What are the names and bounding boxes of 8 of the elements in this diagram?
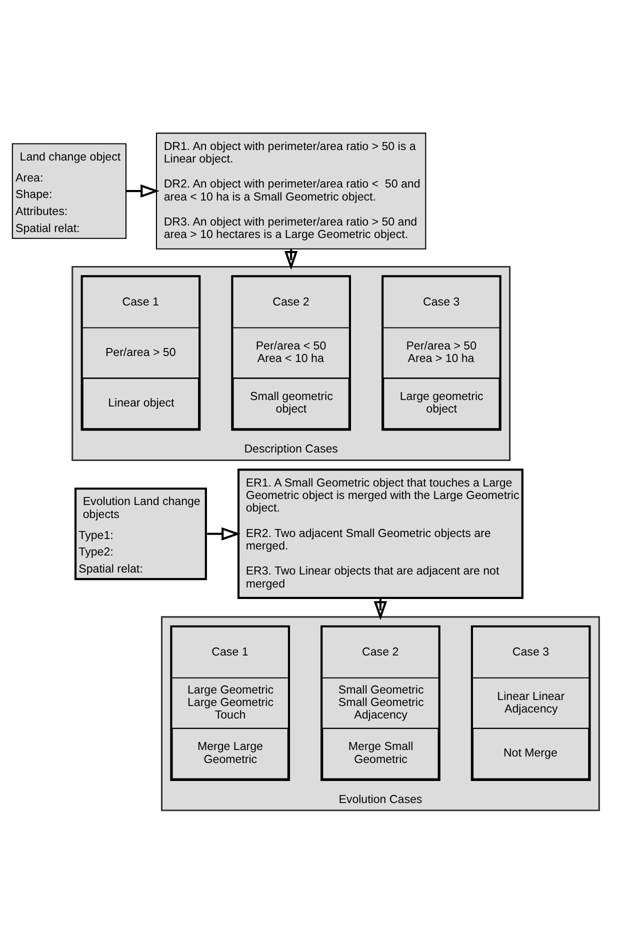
cluster xyxy=(72,265,511,461)
arrow xyxy=(207,526,240,540)
node-label: Evolution Cases xyxy=(338,793,422,806)
arrow xyxy=(126,184,160,198)
cluster xyxy=(160,616,600,811)
arrow xyxy=(374,598,388,620)
node-label: Description Cases xyxy=(244,443,338,456)
arrow xyxy=(284,248,298,270)
